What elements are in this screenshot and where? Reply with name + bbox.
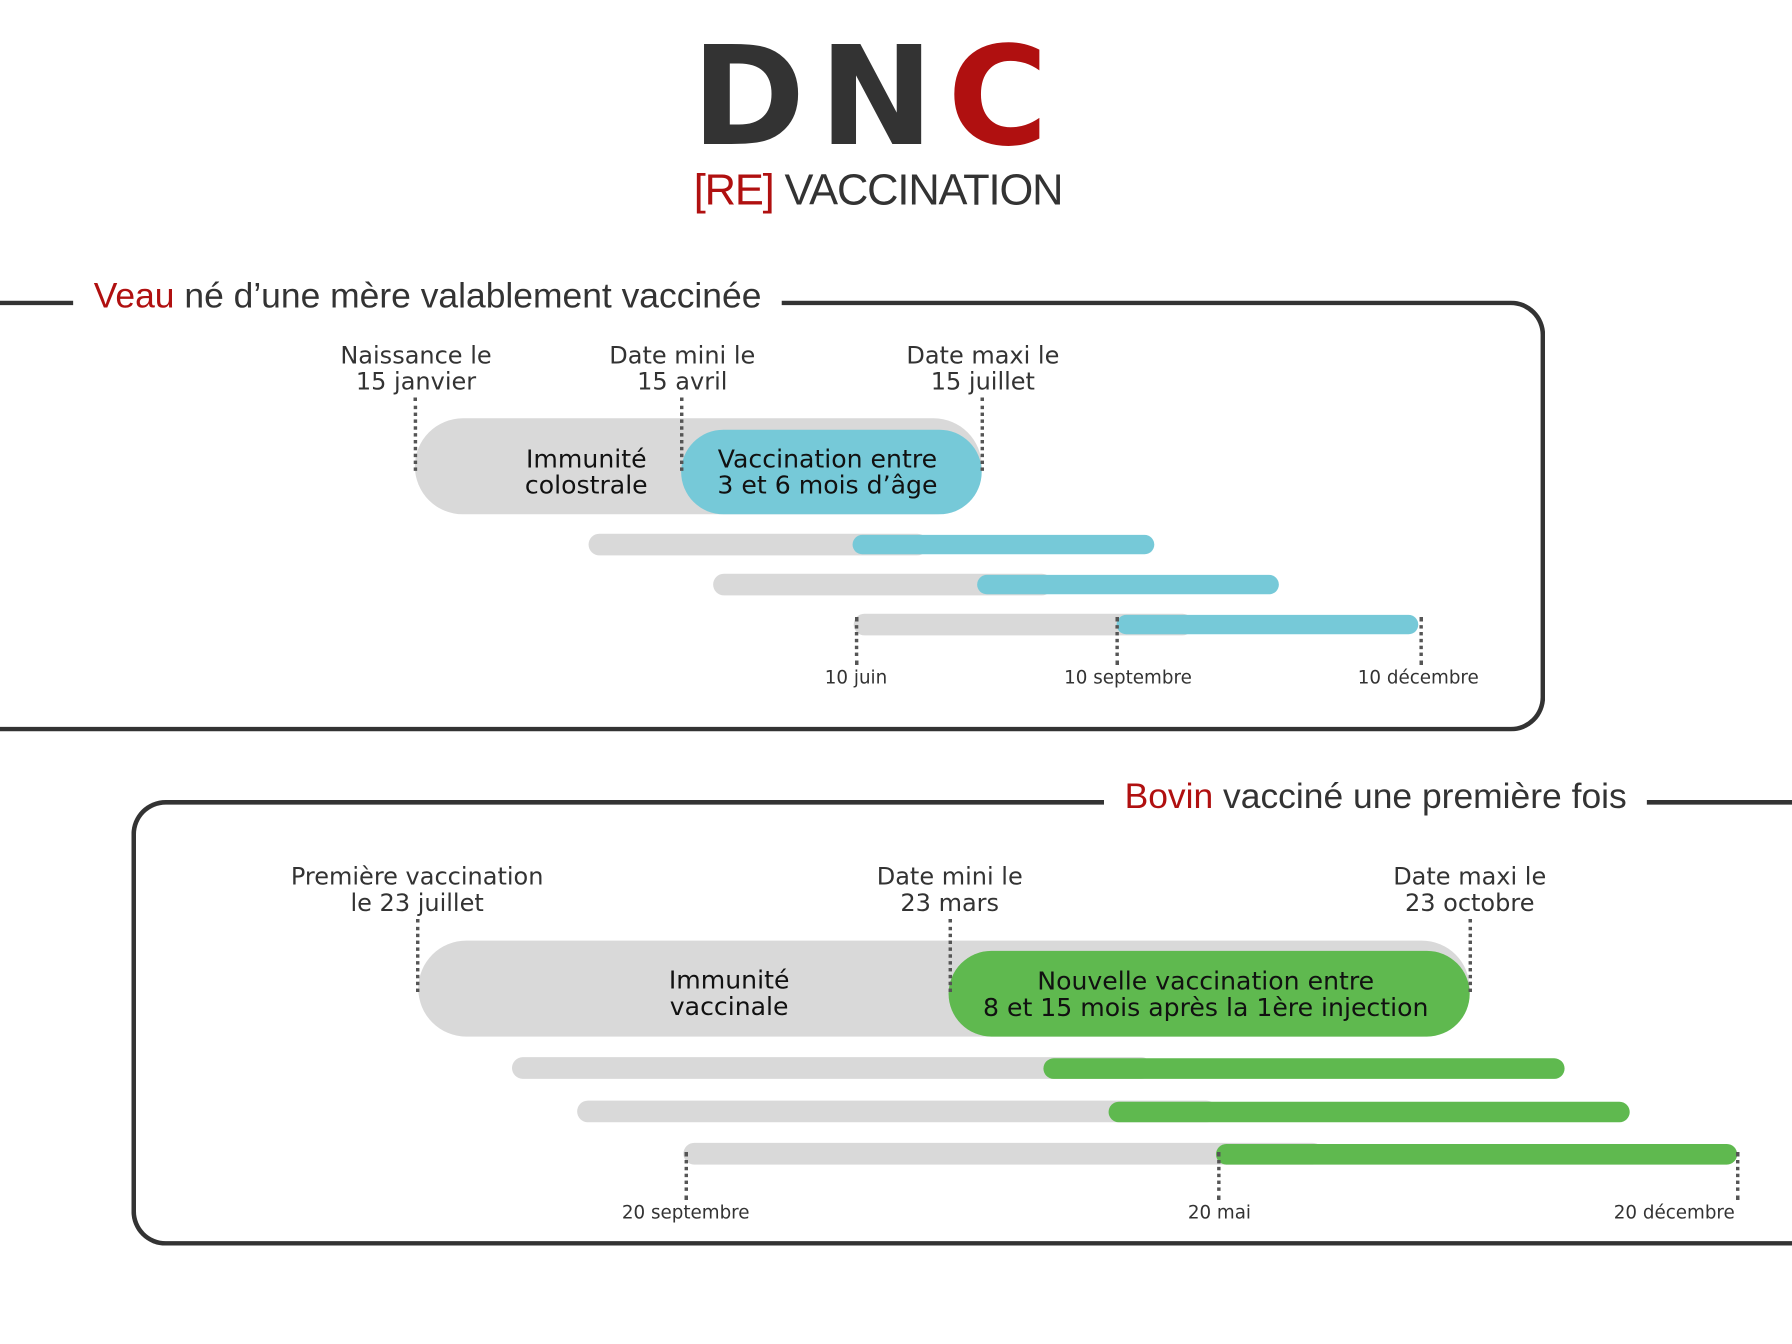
- dotted-line: [413, 397, 418, 471]
- dotted-line: [1217, 1151, 1221, 1200]
- timeline-bar-green: [1108, 1101, 1630, 1123]
- timeline-bar-green: [1215, 1143, 1738, 1165]
- dotted-line: [980, 397, 984, 471]
- dotted-line: [1115, 617, 1119, 666]
- tick-label: 20 mai: [1187, 1201, 1252, 1223]
- section-frame: [131, 799, 1792, 1246]
- tick-label: 10 septembre: [1064, 666, 1192, 688]
- timeline-bar-green: [1043, 1058, 1565, 1079]
- tick-label: 20 septembre: [621, 1201, 750, 1223]
- logo-n: N: [818, 18, 934, 178]
- dotted-line: [684, 1151, 688, 1200]
- logo-d: D: [691, 18, 806, 178]
- dotted-line: [679, 397, 684, 471]
- dotted-line: [854, 617, 859, 666]
- timeline-bar-gray: [853, 613, 1194, 636]
- vaccination-pill: [681, 429, 982, 515]
- revaccination-pill: [948, 950, 1470, 1037]
- tick-label: 10 décembre: [1357, 666, 1479, 688]
- tick-label: 10 juin: [824, 666, 888, 688]
- section-frame: [0, 300, 1546, 732]
- section-title: Veau né d’une mère valablement vaccinée: [73, 275, 782, 317]
- dotted-line: [948, 918, 952, 992]
- logo-c: C: [947, 18, 1049, 178]
- timeline-bar-gray: [683, 1142, 1324, 1165]
- dotted-line: [1735, 1151, 1740, 1200]
- timeline-bar-blue: [977, 574, 1279, 595]
- timeline-bar-blue: [852, 534, 1155, 555]
- timeline-bar-gray: [713, 573, 1053, 596]
- timeline-bar-gray: [588, 533, 928, 556]
- section-title: Bovin vacciné une première fois: [1103, 775, 1648, 818]
- timeline-bar-gray: [577, 1100, 1218, 1123]
- logo-subtitle: [RE] VACCINATION: [693, 166, 1064, 215]
- logo-letters: D N C: [691, 18, 1049, 178]
- tick-label: 20 décembre: [1613, 1201, 1735, 1223]
- dotted-line: [1419, 617, 1423, 666]
- dotted-line: [1468, 918, 1472, 992]
- dotted-line: [415, 918, 420, 992]
- timeline-bar-blue: [1116, 614, 1419, 635]
- timeline-bar-gray: [511, 1057, 1152, 1079]
